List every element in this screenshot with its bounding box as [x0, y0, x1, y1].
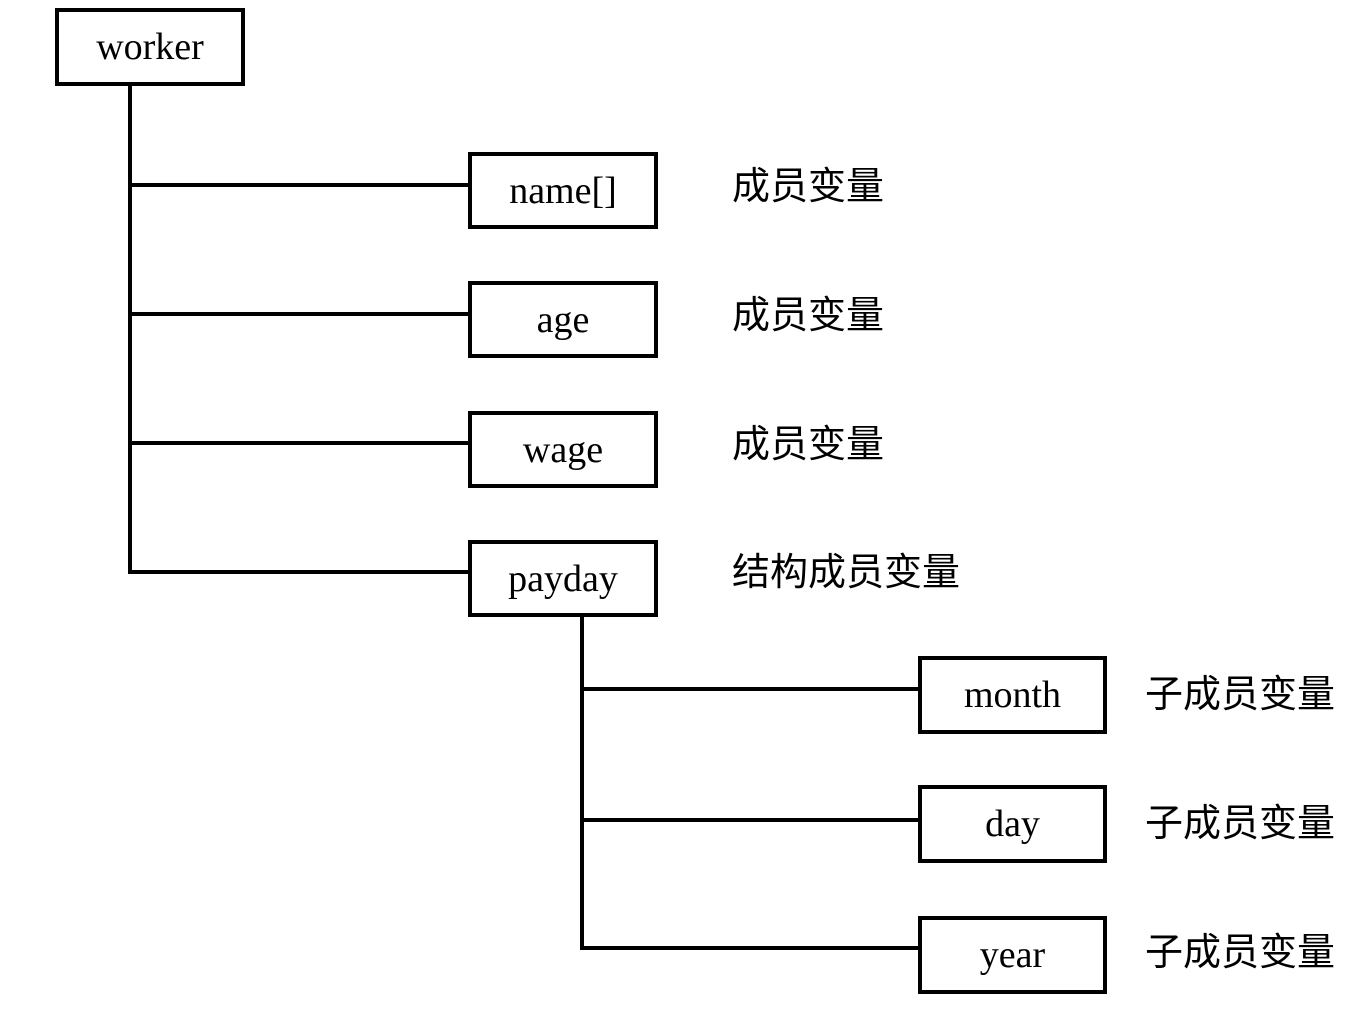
node-age: age: [468, 281, 658, 358]
branch-connector-payday: [128, 570, 468, 574]
note-member-age: 成员变量: [732, 295, 885, 337]
branch-connector-name: [128, 183, 468, 187]
node-year: year: [918, 916, 1107, 994]
note-member-payday: 结构成员变量: [732, 552, 961, 594]
node-worker: worker: [55, 8, 245, 86]
branch-connector-year: [580, 946, 918, 950]
worker-trunk-connector: [128, 86, 132, 574]
node-month: month: [918, 656, 1107, 734]
branch-connector-month: [580, 687, 918, 691]
branch-connector-day: [580, 818, 918, 822]
node-wage: wage: [468, 411, 658, 488]
note-submember-day: 子成员变量: [1145, 803, 1336, 845]
branch-connector-age: [128, 312, 468, 316]
note-submember-month: 子成员变量: [1145, 674, 1336, 716]
payday-trunk-connector: [580, 617, 584, 950]
note-submember-year: 子成员变量: [1145, 932, 1336, 974]
node-payday: payday: [468, 540, 658, 617]
branch-connector-wage: [128, 441, 468, 445]
node-day: day: [918, 785, 1107, 863]
note-member-name: 成员变量: [732, 166, 885, 208]
note-member-wage: 成员变量: [732, 424, 885, 466]
node-name: name[]: [468, 152, 658, 229]
